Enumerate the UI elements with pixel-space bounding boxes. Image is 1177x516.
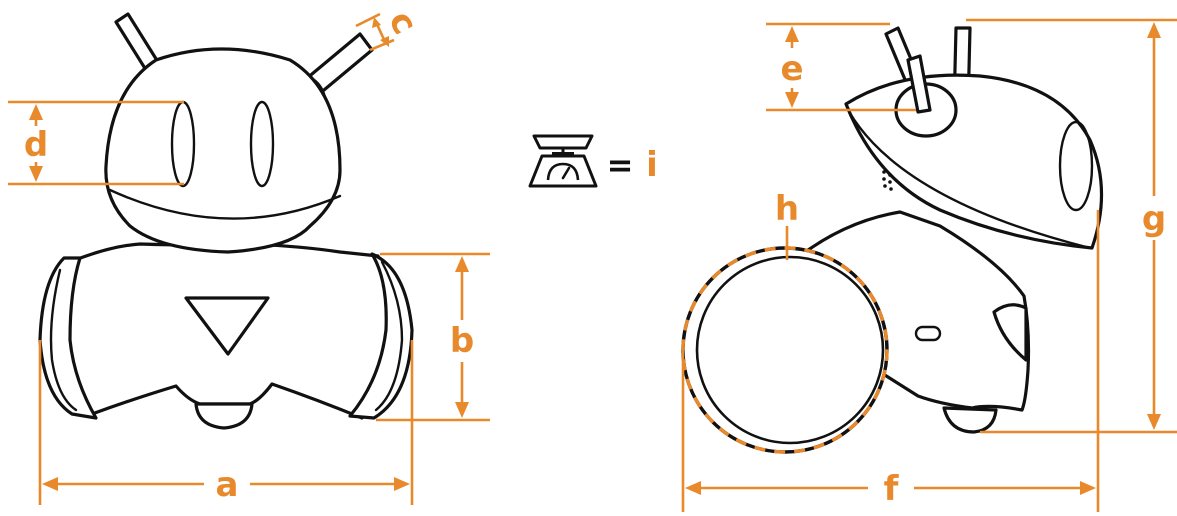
- label-i: i: [646, 145, 658, 185]
- label-e: e: [780, 49, 803, 89]
- label-d: d: [24, 125, 48, 165]
- dimension-h: h: [775, 189, 799, 260]
- side-head: [844, 54, 1104, 250]
- equals-sign: =: [607, 146, 634, 184]
- dimension-f: f: [681, 210, 1100, 512]
- label-g: g: [1142, 199, 1166, 239]
- label-b: b: [450, 321, 474, 361]
- dimension-d: d: [8, 100, 184, 186]
- label-a: a: [216, 465, 239, 505]
- dimension-a: a: [38, 340, 414, 505]
- dimension-g: g: [966, 18, 1177, 434]
- scale-icon: [528, 134, 598, 188]
- dimension-b: b: [376, 252, 490, 422]
- label-h: h: [775, 189, 799, 229]
- robot-side-view: [681, 26, 1104, 454]
- weight-equation: = i: [528, 134, 658, 188]
- front-head: [104, 47, 342, 254]
- side-wheel: [681, 246, 889, 454]
- front-body: [38, 242, 414, 430]
- dimension-e: e: [766, 22, 916, 112]
- label-f: f: [884, 469, 900, 509]
- label-c: c: [380, 4, 425, 41]
- robot-front-view: [38, 12, 414, 430]
